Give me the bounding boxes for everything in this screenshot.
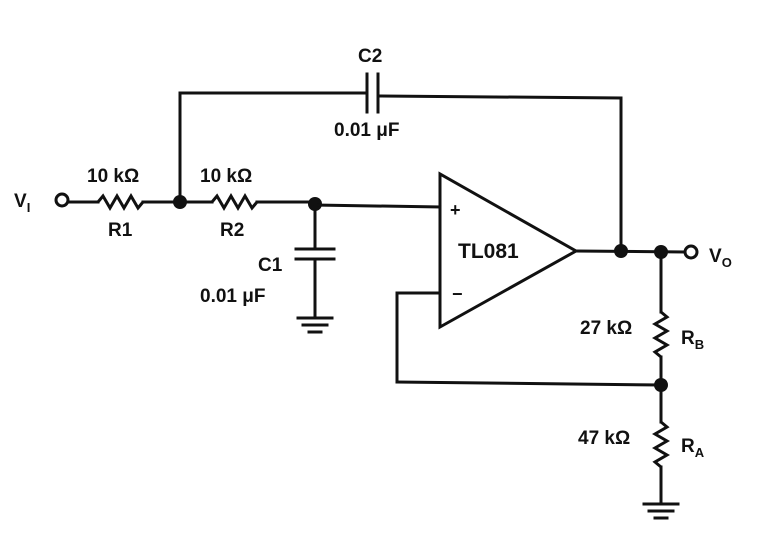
- node-junction-output-c2: [614, 244, 628, 258]
- ground-icon: [296, 316, 334, 334]
- output-label: VO: [709, 246, 732, 270]
- c2-value: 0.01 μF: [334, 120, 400, 141]
- r1-value: 10 kΩ: [87, 166, 139, 187]
- c1-value: 0.01 μF: [200, 286, 266, 307]
- input-terminal: [54, 192, 70, 208]
- ground-icon: [642, 502, 680, 520]
- opamp-minus-sign: −: [452, 284, 463, 304]
- opamp-triangle: [438, 171, 580, 330]
- output-terminal: [683, 244, 699, 260]
- resistor-r1: [96, 193, 145, 211]
- opamp-label: TL081: [458, 240, 519, 263]
- resistor-r2: [210, 193, 259, 211]
- wire-feedback-bottom: [395, 380, 663, 387]
- resistor-ra: [652, 420, 670, 469]
- wire-noninverting-input: [313, 203, 442, 209]
- r2-name: R2: [220, 220, 244, 241]
- rb-value: 27 kΩ: [580, 318, 632, 339]
- r1-name: R1: [108, 220, 133, 241]
- c1-name: C1: [258, 255, 283, 276]
- input-label: VI: [14, 191, 30, 215]
- rb-name: RB: [681, 328, 704, 352]
- r2-value: 10 kΩ: [200, 166, 252, 187]
- resistor-rb: [652, 310, 670, 359]
- c2-name: C2: [358, 46, 382, 67]
- wire-c2-right: [378, 94, 623, 100]
- opamp-plus-sign: +: [450, 200, 461, 220]
- ra-value: 47 kΩ: [578, 428, 630, 449]
- ra-name: RA: [681, 436, 705, 460]
